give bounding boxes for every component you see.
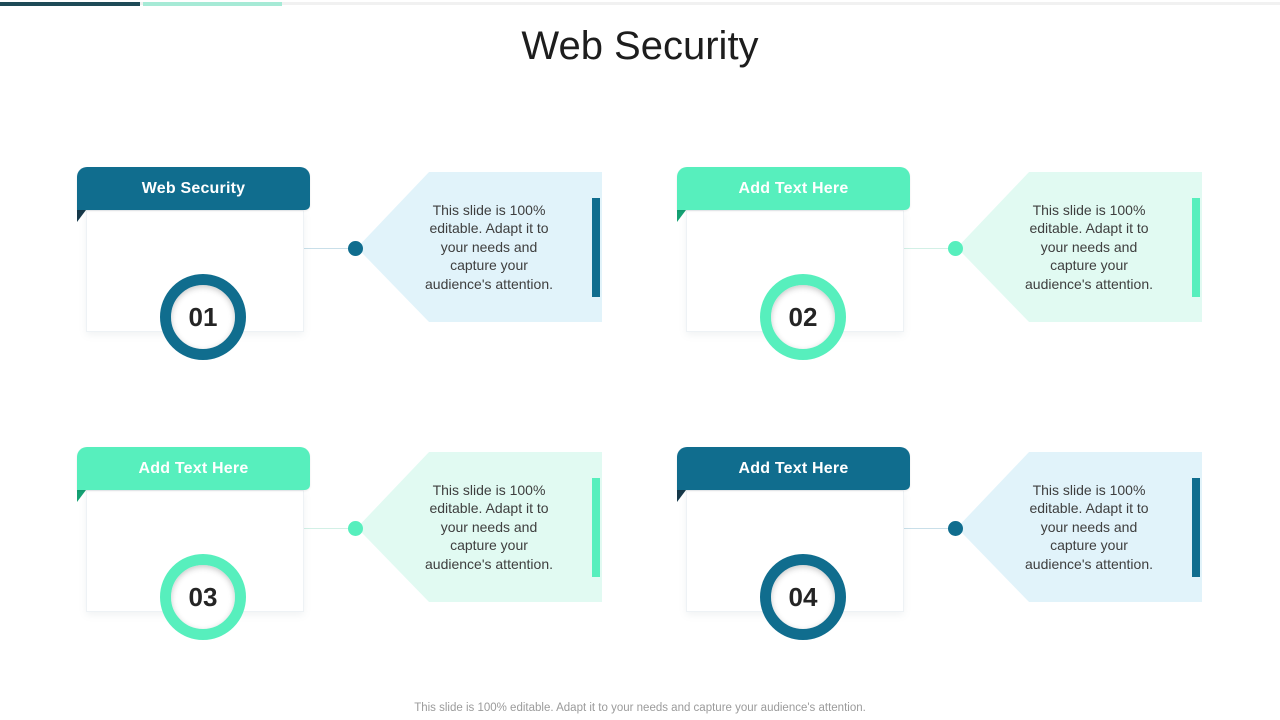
- banner-fold: [677, 210, 686, 222]
- step-card-01: Web Security 01 This slide is 100% edita…: [77, 167, 603, 360]
- accent-segment-mint: [143, 2, 282, 6]
- callout-pennant: This slide is 100% editable. Adapt it to…: [957, 172, 1202, 322]
- card-banner-label: Web Security: [141, 179, 246, 197]
- card-banner-label: Add Text Here: [738, 459, 849, 477]
- card-banner[interactable]: Add Text Here: [677, 447, 910, 490]
- callout-accent-bar: [1192, 478, 1200, 577]
- step-number: 03: [188, 581, 218, 612]
- callout-accent-bar: [592, 198, 600, 297]
- connector-line: [303, 248, 355, 249]
- card-body: 03: [86, 490, 304, 640]
- step-number: 04: [788, 581, 818, 612]
- callout-pennant: This slide is 100% editable. Adapt it to…: [957, 452, 1202, 602]
- connector-line: [903, 528, 955, 529]
- slide-title[interactable]: Web Security: [521, 24, 759, 68]
- card-body: 01: [86, 210, 304, 360]
- card-banner[interactable]: Add Text Here: [677, 167, 910, 210]
- card-body: 04: [686, 490, 904, 640]
- banner-fold: [677, 490, 686, 502]
- callout-accent-bar: [1192, 198, 1200, 297]
- slide-footer-note: This slide is 100% editable. Adapt it to…: [414, 702, 866, 714]
- callout-pennant: This slide is 100% editable. Adapt it to…: [357, 452, 602, 602]
- accent-track: [0, 2, 1280, 5]
- step-card-04: Add Text Here 04 This slide is 100% edit…: [677, 447, 1203, 640]
- connector-line: [903, 248, 955, 249]
- step-number: 02: [788, 301, 818, 332]
- card-banner-label: Add Text Here: [738, 179, 849, 197]
- step-number: 01: [188, 301, 218, 332]
- connector-dot: [948, 521, 963, 536]
- callout-note[interactable]: This slide is 100% editable. Adapt it to…: [425, 201, 553, 292]
- card-banner-label: Add Text Here: [138, 459, 249, 477]
- step-card-03: Add Text Here 03 This slide is 100% edit…: [77, 447, 603, 640]
- banner-fold: [77, 210, 86, 222]
- callout-accent-bar: [592, 478, 600, 577]
- connector-dot: [348, 521, 363, 536]
- top-accent-bar: [0, 2, 1280, 7]
- callout-note[interactable]: This slide is 100% editable. Adapt it to…: [1025, 201, 1153, 292]
- card-banner[interactable]: Add Text Here: [77, 447, 310, 490]
- accent-segment-dark: [0, 2, 140, 6]
- callout-pennant: This slide is 100% editable. Adapt it to…: [357, 172, 602, 322]
- card-body: 02: [686, 210, 904, 360]
- banner-fold: [77, 490, 86, 502]
- connector-line: [303, 528, 355, 529]
- step-number-circle: 03: [160, 554, 246, 640]
- connector-dot: [948, 241, 963, 256]
- step-number-circle: 04: [760, 554, 846, 640]
- connector-dot: [348, 241, 363, 256]
- callout-note[interactable]: This slide is 100% editable. Adapt it to…: [425, 481, 553, 572]
- step-card-02: Add Text Here 02 This slide is 100% edit…: [677, 167, 1203, 360]
- callout-note[interactable]: This slide is 100% editable. Adapt it to…: [1025, 481, 1153, 572]
- card-banner[interactable]: Web Security: [77, 167, 310, 210]
- step-number-circle: 02: [760, 274, 846, 360]
- step-number-circle: 01: [160, 274, 246, 360]
